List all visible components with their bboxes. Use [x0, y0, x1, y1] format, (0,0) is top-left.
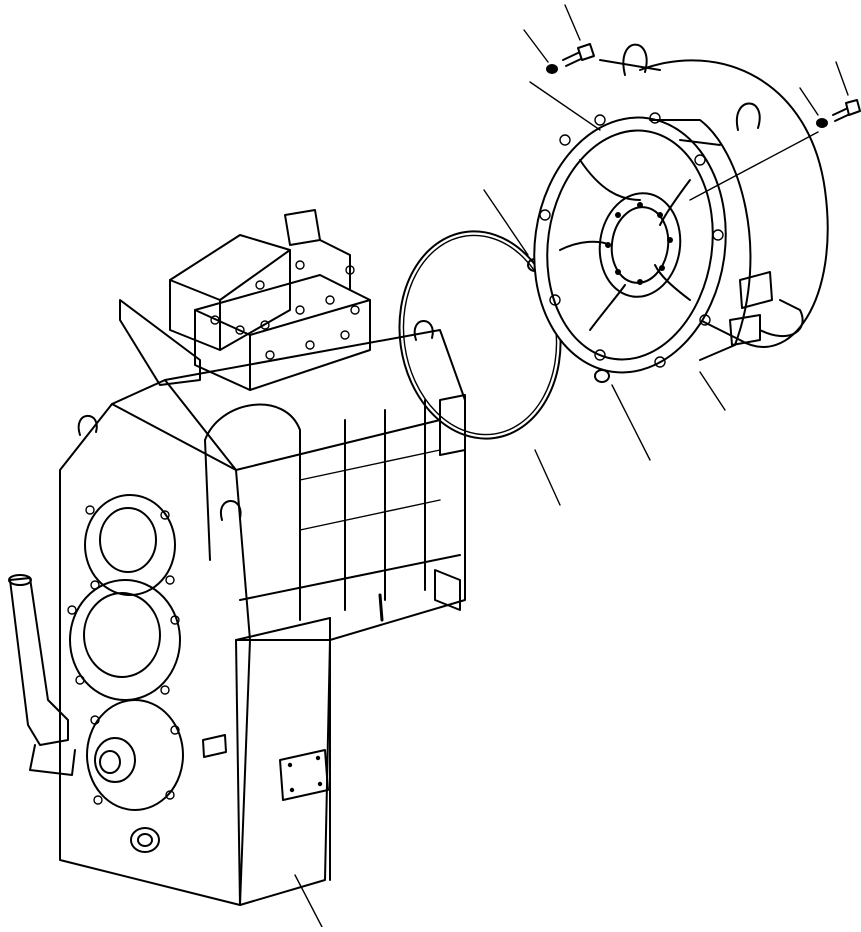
- leader-line-o-ring-lower: [611, 384, 651, 461]
- leader-line-bolt-right: [835, 61, 849, 96]
- washer-left: [546, 64, 558, 74]
- leader-lines: [294, 4, 849, 928]
- transmission-housing: [8, 320, 466, 906]
- leader-line-flywheel-housing: [699, 371, 726, 411]
- flywheel-housing: [533, 43, 829, 374]
- control-valve: [119, 209, 371, 391]
- leader-line-bolt-left: [564, 4, 581, 41]
- leader-line-washer-left: [523, 29, 549, 63]
- leader-line-bolt-axis-left: [529, 81, 601, 131]
- leader-line-washer-right: [799, 87, 819, 116]
- leader-line-o-ring-large: [534, 449, 561, 506]
- bolt-right: [832, 99, 861, 122]
- leader-line-o-ring-upper: [483, 189, 529, 256]
- bolt-left: [562, 43, 595, 67]
- washer-right: [816, 118, 828, 128]
- leader-line-transmission: [294, 874, 323, 928]
- leader-line-bolt-axis-right: [689, 131, 819, 201]
